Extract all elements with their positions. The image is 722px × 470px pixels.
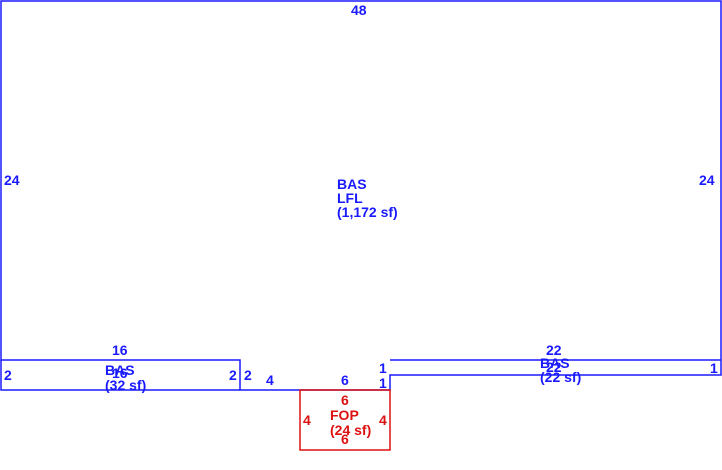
porch-outline: [299, 389, 391, 451]
connector-run-dimension: 4: [266, 372, 274, 388]
left-wing-right-dimension: 2: [229, 367, 237, 383]
connector-porch-top-dimension: 6: [341, 372, 349, 388]
main-left-dimension: 24: [4, 172, 20, 188]
main-area-floor: LFL: [337, 190, 363, 206]
porch-bottom-dimension: 6: [341, 431, 349, 447]
right-wing-code: BAS: [540, 355, 570, 371]
right-wing-top-dimension: 22: [546, 342, 562, 358]
right-wing-size: (22 sf): [540, 369, 581, 385]
main-right-dimension: 24: [699, 172, 715, 188]
left-wing-size: (32 sf): [105, 377, 146, 393]
porch-top-dimension: 6: [341, 392, 349, 408]
left-wing-left-dimension: 2: [4, 367, 12, 383]
main-area-size: (1,172 sf): [337, 204, 398, 220]
main-area-code: BAS: [337, 176, 367, 192]
left-wing-outline: [0, 360, 240, 391]
connector-step-upper-dimension: 1: [379, 360, 387, 376]
left-wing-code: BAS: [105, 362, 135, 378]
right-wing-right-dimension: 1: [710, 360, 718, 376]
porch-left-dimension: 4: [303, 412, 311, 428]
connector-left-step-dimension: 2: [244, 367, 252, 383]
right-wing-inner-dimension: 22: [546, 359, 562, 375]
main-top-dimension: 48: [351, 2, 367, 18]
porch-size: (24 sf): [330, 422, 371, 438]
porch-right-dimension: 4: [379, 412, 387, 428]
porch-code: FOP: [330, 407, 359, 423]
connector-step-lower-dimension: 1: [379, 375, 387, 391]
left-wing-top-dimension: 16: [112, 342, 128, 358]
left-wing-inner-dimension: 16: [112, 365, 128, 381]
